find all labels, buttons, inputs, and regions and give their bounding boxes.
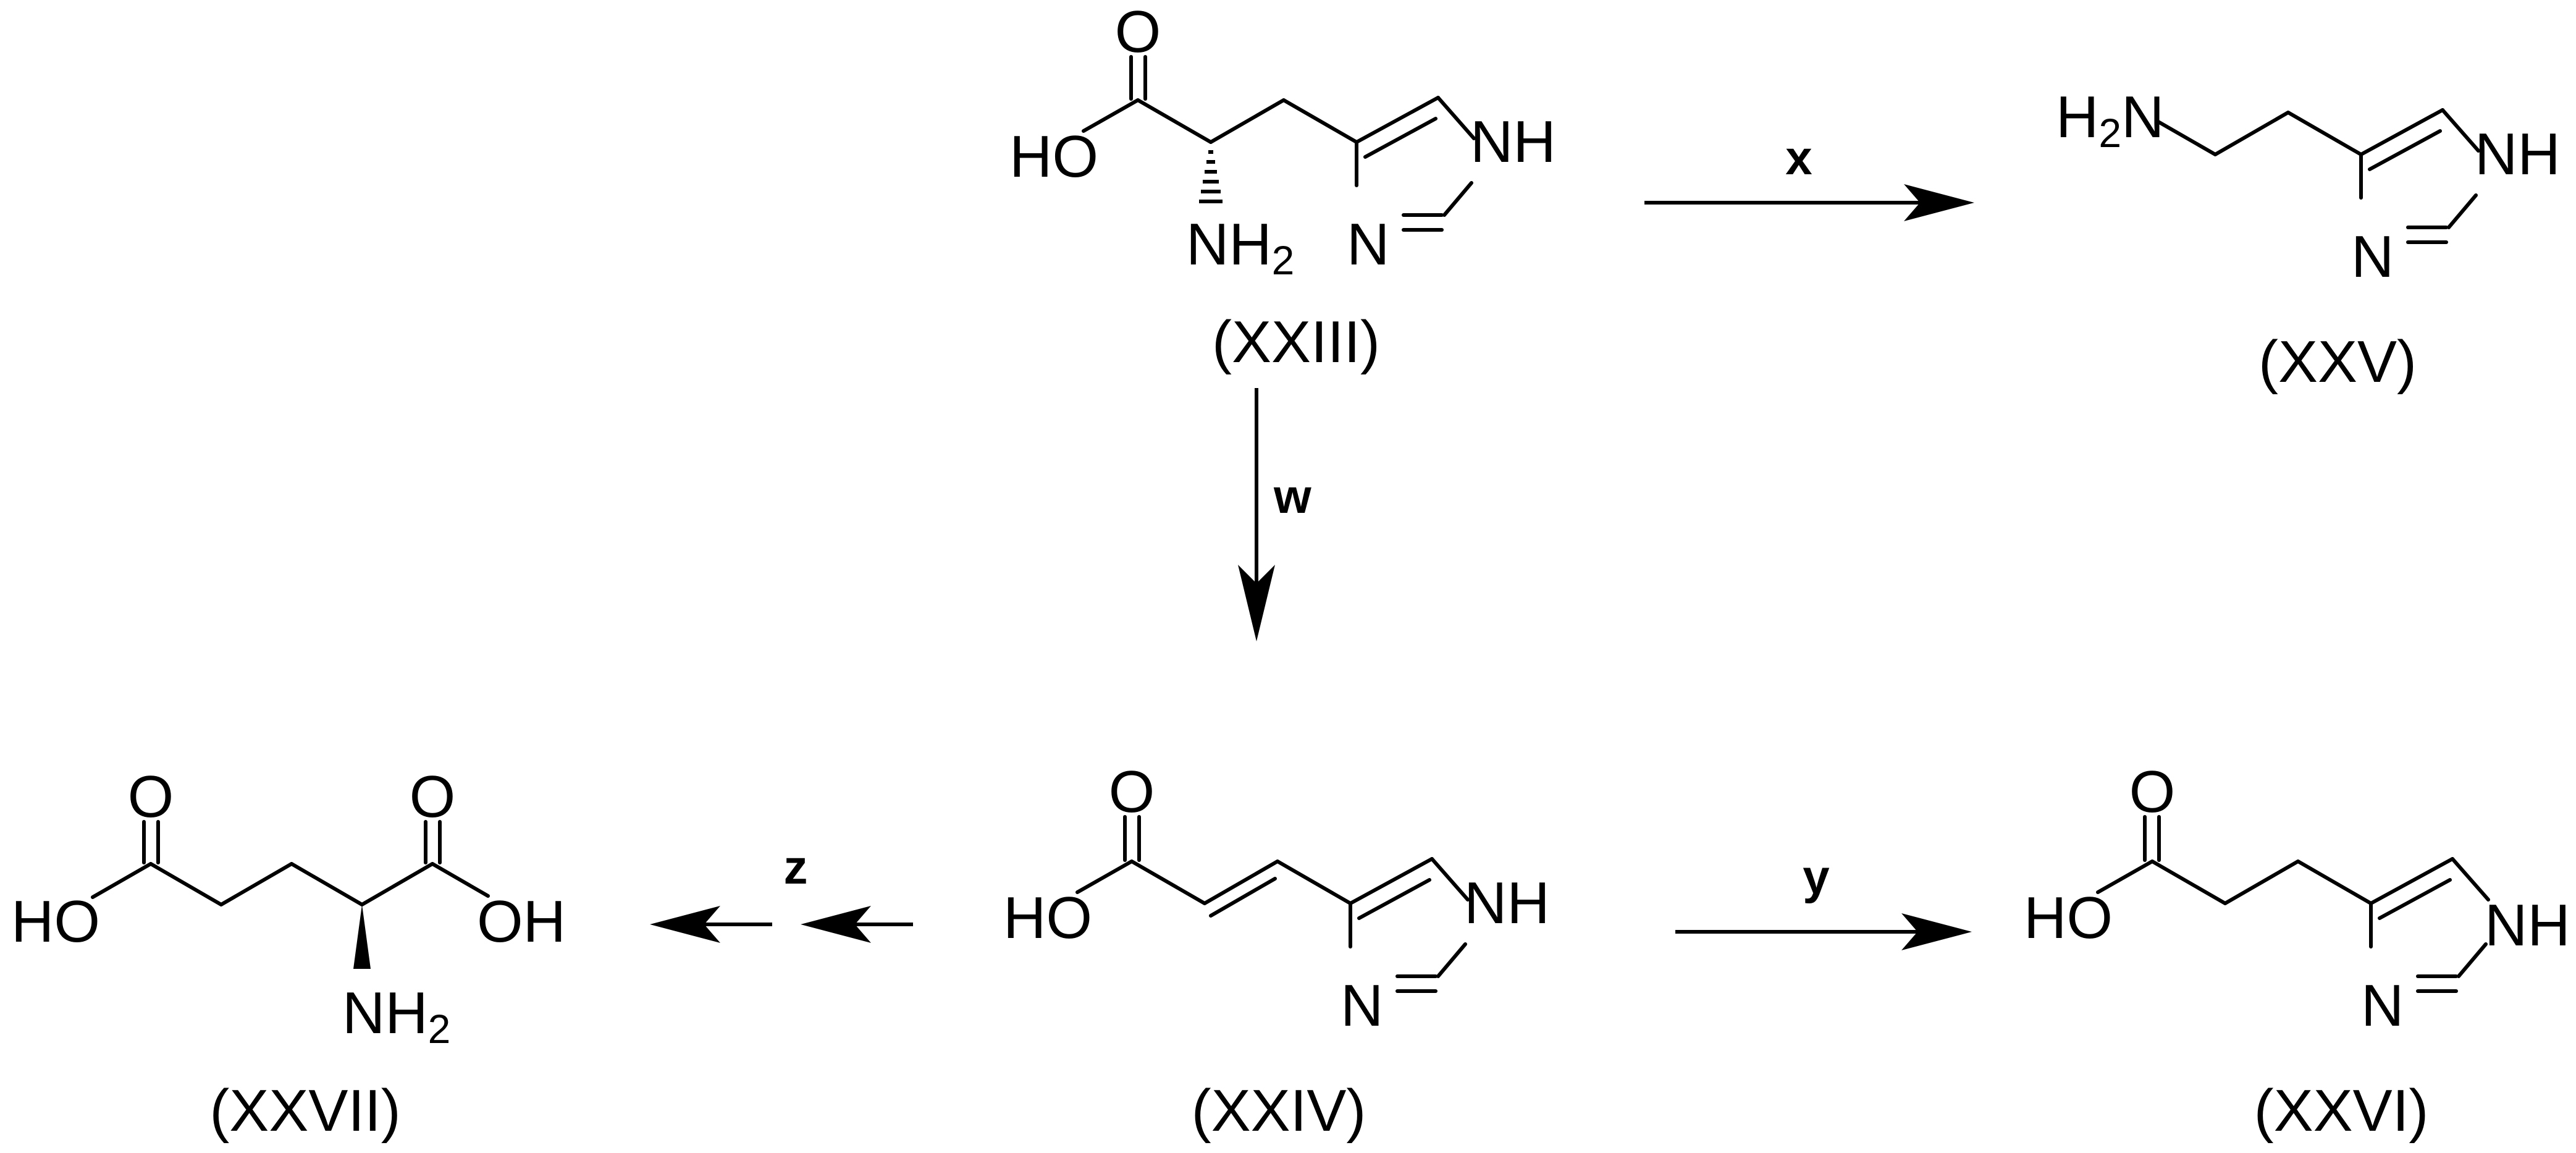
condition-y-label: y (1803, 850, 1829, 904)
ring-nh-label: NH (2485, 892, 2570, 958)
hashed-wedge-bond (1199, 150, 1223, 203)
arrow-z: z (650, 840, 913, 943)
ring-nh-label: NH (2475, 121, 2561, 187)
amine-label: NH2 (342, 980, 450, 1052)
arrow-x: x (1644, 130, 1974, 221)
compound-xxiv: O HO NH N (XXIV) (1003, 759, 1550, 1144)
hydroxyl-label: HO (2024, 885, 2113, 951)
compound-id-xxiv: (XXIV) (1192, 1078, 1366, 1144)
compound-id-xxv: (XXV) (2258, 329, 2417, 395)
arrow-w: w (1238, 388, 1311, 641)
arrow-y: y (1675, 850, 1972, 950)
compound-id-xxvii: (XXVII) (209, 1078, 400, 1144)
hydroxyl-label: HO (1009, 124, 1098, 190)
carbonyl-oxygen-label: O (1115, 0, 1161, 65)
compound-xxiii: O HO NH2 NH N (XXIII) (1009, 0, 1556, 375)
condition-x-label: x (1785, 130, 1812, 185)
ring-n-label: N (1341, 973, 1383, 1039)
hydroxyl-label: HO (1003, 885, 1092, 951)
ring-n-label: N (2351, 224, 2394, 290)
condition-w-label: w (1273, 469, 1311, 523)
ring-nh-label: NH (1470, 109, 1556, 175)
carbonyl-oxygen-label-left: O (128, 764, 174, 830)
ring-nh-label: NH (1464, 870, 1550, 936)
carbonyl-oxygen-label: O (2129, 759, 2176, 825)
condition-z-label: z (784, 840, 808, 894)
compound-id-xxiii: (XXIII) (1212, 309, 1380, 375)
carbonyl-oxygen-label-right: O (410, 764, 456, 830)
compound-xxvii: O HO O OH NH2 (XXVII) (11, 764, 566, 1144)
ring-n-label: N (2361, 973, 2404, 1039)
compound-xxvi: O HO NH N (XXVI) (2024, 759, 2570, 1144)
compound-id-xxvi: (XXVI) (2254, 1078, 2429, 1144)
hydroxyl-label-left: HO (11, 889, 100, 955)
solid-wedge-bond (353, 905, 371, 969)
carbonyl-oxygen-label: O (1109, 759, 1155, 825)
hydroxyl-label-right: OH (477, 889, 566, 955)
primary-amine-label: H2N (2056, 84, 2164, 156)
ring-n-label: N (1347, 211, 1389, 277)
compound-xxv: H2N NH N (XXV) (2056, 84, 2561, 395)
amine-label: NH2 (1186, 211, 1294, 283)
